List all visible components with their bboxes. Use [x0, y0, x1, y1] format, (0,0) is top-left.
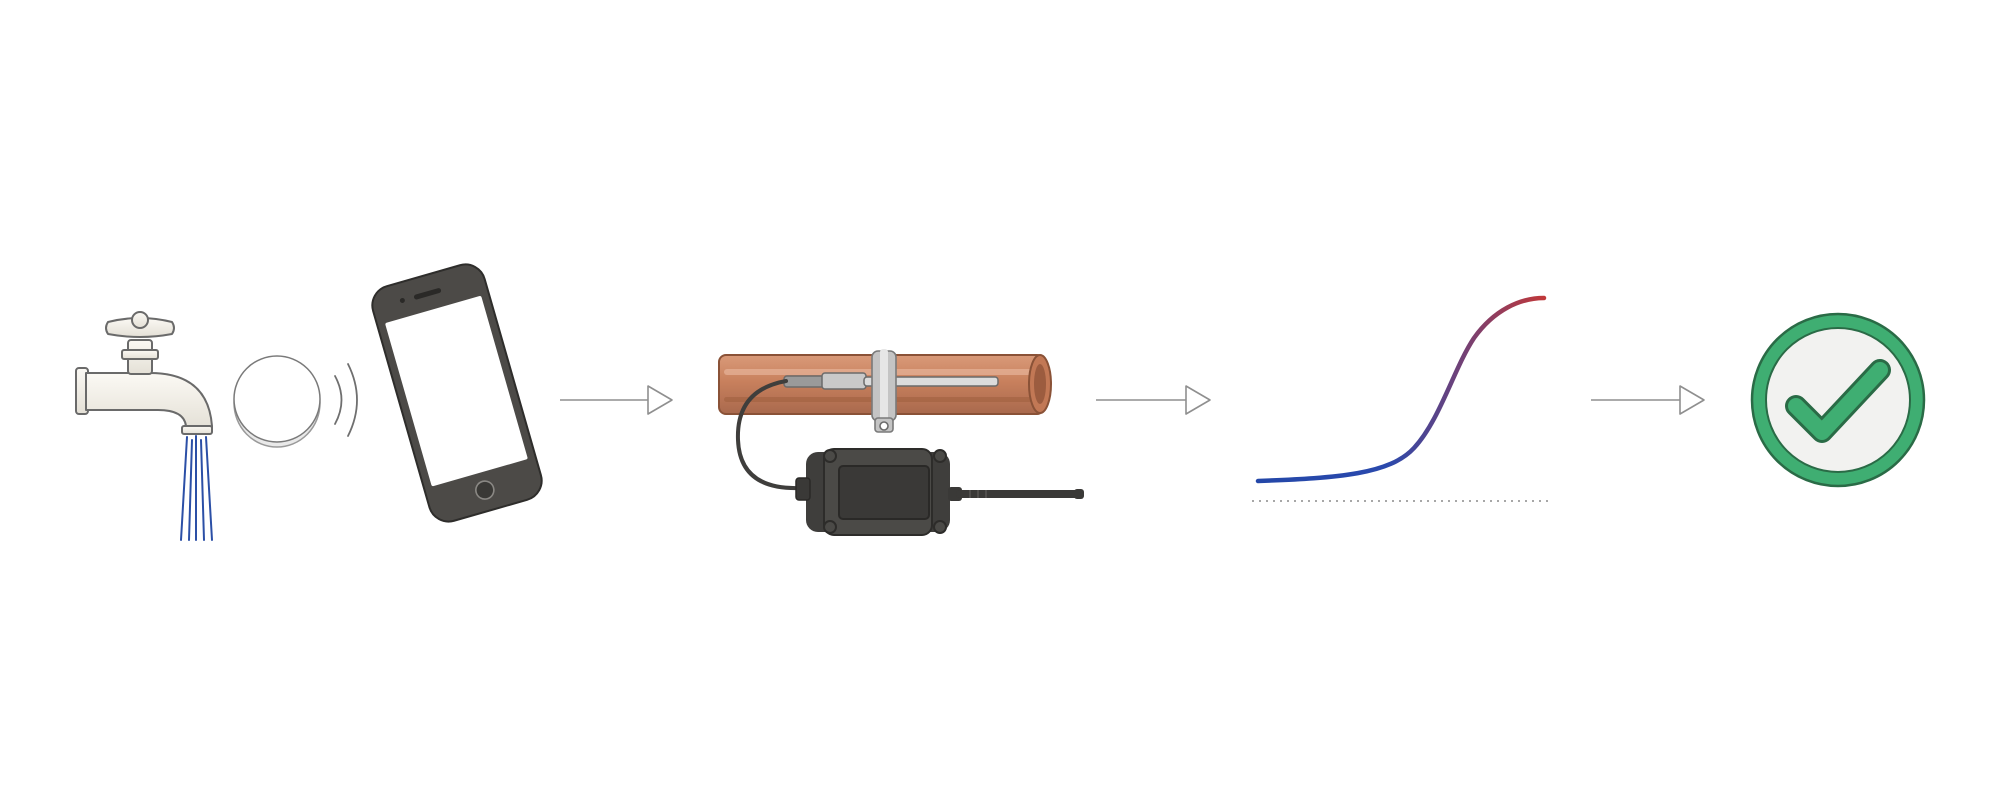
- sensor-puck-icon: [233, 355, 321, 448]
- faucet-icon: [75, 311, 213, 435]
- pipe-clamp-icon: [871, 349, 897, 433]
- wireless-signal-icon: [334, 363, 358, 437]
- connector-arrow-2: [1096, 385, 1211, 415]
- check-circle-icon: [1750, 312, 1926, 488]
- connector-arrow-3: [1591, 385, 1705, 415]
- step-temperature-rise: [1252, 295, 1550, 502]
- water-stream-icon: [180, 435, 213, 541]
- sensor-cable: [735, 379, 802, 491]
- antenna-icon: [948, 487, 1084, 501]
- rising-curve-icon: [1255, 295, 1547, 484]
- temperature-probe-icon: [783, 372, 999, 390]
- step-confirmed: [1750, 312, 1926, 488]
- step-pipe-sensor: [718, 349, 1084, 536]
- step-open-tap: [75, 263, 543, 541]
- smartphone-icon: [371, 263, 543, 523]
- transmitter-box-icon: [795, 448, 950, 536]
- connector-arrow-1: [560, 385, 673, 415]
